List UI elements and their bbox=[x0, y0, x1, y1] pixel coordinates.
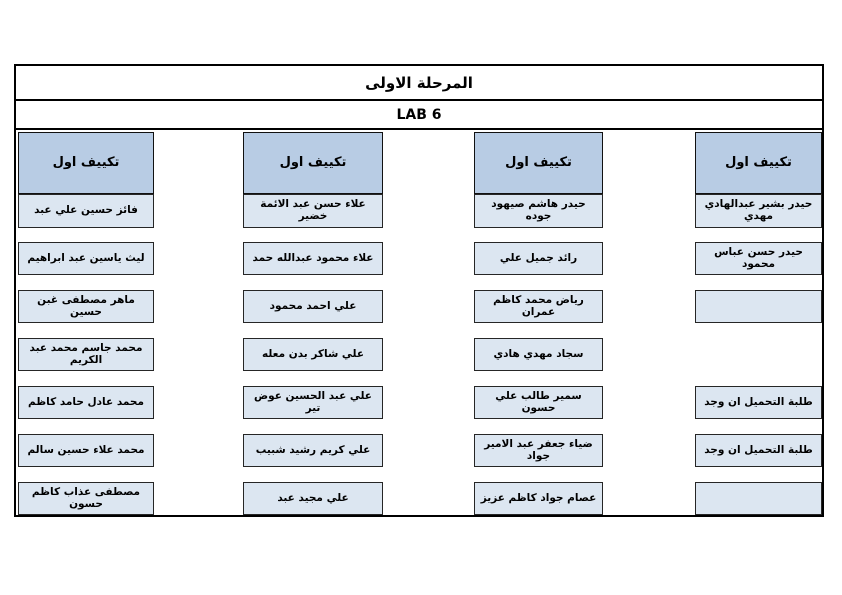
student-cell: ماهر مصطفى غبن حسين bbox=[18, 290, 154, 323]
note-cell: طلبة التحميل ان وجد bbox=[695, 434, 822, 467]
stage-title: المرحلة الاولى bbox=[365, 73, 473, 92]
student-cell: محمد علاء حسين سالم bbox=[18, 434, 154, 467]
student-cell: حيدر بشير عبدالهادي مهدي bbox=[695, 194, 822, 228]
student-cell: علي مجيد عبد bbox=[243, 482, 383, 515]
student-cell: علاء محمود عبدالله حمد bbox=[243, 242, 383, 275]
stage-title-row: المرحلة الاولى bbox=[16, 66, 822, 101]
student-cell: محمد عادل حامد كاظم bbox=[18, 386, 154, 419]
student-cell: علي عبد الحسين عوض تير bbox=[243, 386, 383, 419]
column-header: تكييف اول bbox=[474, 132, 603, 194]
group-column-3: تكييف اول حيدر هاشم صيهود جوده رائد جميل… bbox=[474, 66, 603, 515]
note-cell: طلبة التحميل ان وجد bbox=[695, 386, 822, 419]
group-column-2: تكييف اول علاء حسن عبد الائمة خضير علاء … bbox=[243, 66, 383, 515]
student-cell: رياض محمد كاظم عمران bbox=[474, 290, 603, 323]
student-cell: علي شاكر بدن معله bbox=[243, 338, 383, 371]
student-cell: علي احمد محمود bbox=[243, 290, 383, 323]
group-column-1: تكييف اول فائز حسين علي عبد ليث ياسين عب… bbox=[18, 66, 154, 515]
student-cell: فائز حسين علي عبد bbox=[18, 194, 154, 228]
student-cell: سمير طالب علي حسون bbox=[474, 386, 603, 419]
student-cell: حيدر هاشم صيهود جوده bbox=[474, 194, 603, 228]
column-header: تكييف اول bbox=[695, 132, 822, 194]
empty-cell bbox=[695, 482, 822, 515]
student-cell: علي كريم رشيد شبيب bbox=[243, 434, 383, 467]
student-cell: سجاد مهدي هادي bbox=[474, 338, 603, 371]
student-cell: عصام جواد كاظم عزيز bbox=[474, 482, 603, 515]
empty-cell bbox=[695, 290, 822, 323]
student-cell: مصطفى عذاب كاظم حسون bbox=[18, 482, 154, 515]
student-cell: حيدر حسن عباس محمود bbox=[695, 242, 822, 275]
column-header: تكييف اول bbox=[18, 132, 154, 194]
column-header: تكييف اول bbox=[243, 132, 383, 194]
schedule-table: المرحلة الاولى LAB 6 تكييف اول فائز حسين… bbox=[14, 64, 824, 517]
student-cell: ضياء جعفر عبد الامير جواد bbox=[474, 434, 603, 467]
lab-title: LAB 6 bbox=[396, 106, 442, 123]
student-cell: علاء حسن عبد الائمة خضير bbox=[243, 194, 383, 228]
group-column-4: تكييف اول حيدر بشير عبدالهادي مهدي حيدر … bbox=[695, 66, 822, 515]
lab-title-row: LAB 6 bbox=[16, 101, 822, 130]
student-cell: محمد جاسم محمد عبد الكريم bbox=[18, 338, 154, 371]
student-cell: ليث ياسين عبد ابراهيم bbox=[18, 242, 154, 275]
student-cell: رائد جميل علي bbox=[474, 242, 603, 275]
